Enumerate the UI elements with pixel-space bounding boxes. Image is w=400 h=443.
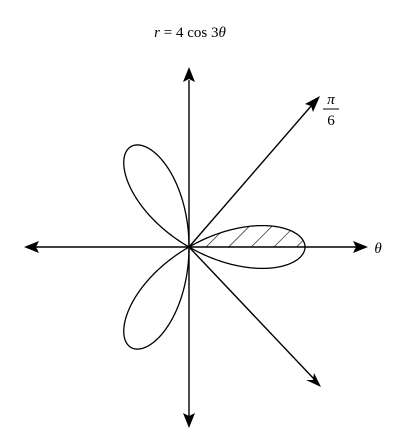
arrowhead-right — [353, 241, 368, 253]
arrowhead-left — [24, 241, 39, 253]
arrowheads — [24, 67, 368, 428]
equation-body: = 4 cos 3 — [160, 25, 218, 41]
arrowhead-lower-ray — [306, 373, 321, 387]
ray-pi-over-6 — [188, 104, 313, 248]
arrowhead-up — [183, 67, 195, 82]
ray-negative — [188, 246, 315, 380]
ray-label-pi-over-6: π 6 — [323, 92, 339, 129]
arrowhead-upper-ray — [305, 96, 320, 112]
axis-label-theta: θ — [374, 241, 382, 257]
equation-title: r = 4 cos 3θ — [154, 25, 226, 41]
ray-label-numerator: π — [327, 92, 335, 108]
shaded-region — [189, 225, 305, 247]
ray-label-denominator: 6 — [327, 113, 335, 129]
arrowhead-down — [183, 413, 195, 428]
equation-theta: θ — [218, 25, 226, 41]
equation-r: r — [154, 25, 160, 41]
axes — [36, 80, 360, 416]
